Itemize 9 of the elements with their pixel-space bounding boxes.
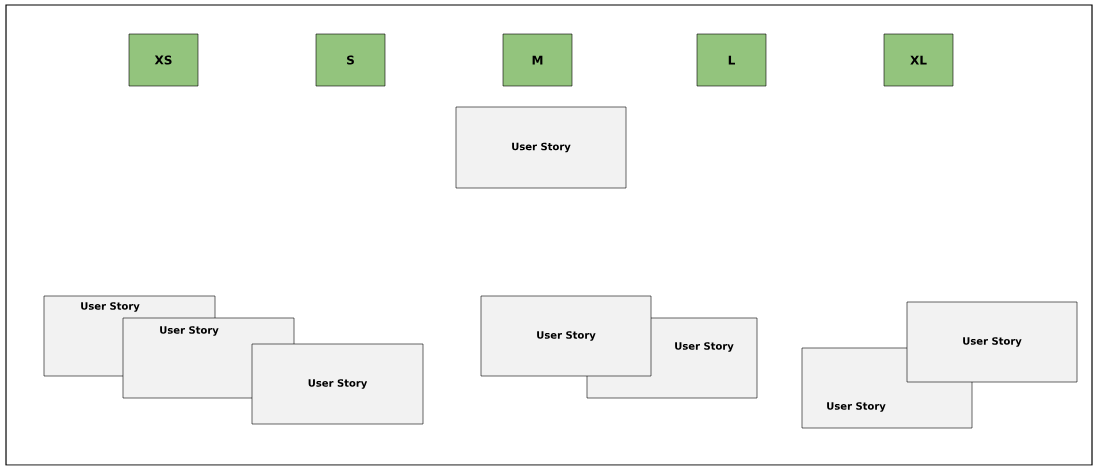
size-box: XL	[883, 33, 954, 87]
size-box: XS	[128, 33, 199, 87]
story-card: User Story	[251, 343, 424, 425]
story-card: User Story	[906, 301, 1078, 383]
story-card: User Story	[455, 106, 627, 189]
size-box: L	[696, 33, 767, 87]
size-box: S	[315, 33, 386, 87]
story-card: User Story	[480, 295, 652, 377]
size-box: M	[502, 33, 573, 87]
